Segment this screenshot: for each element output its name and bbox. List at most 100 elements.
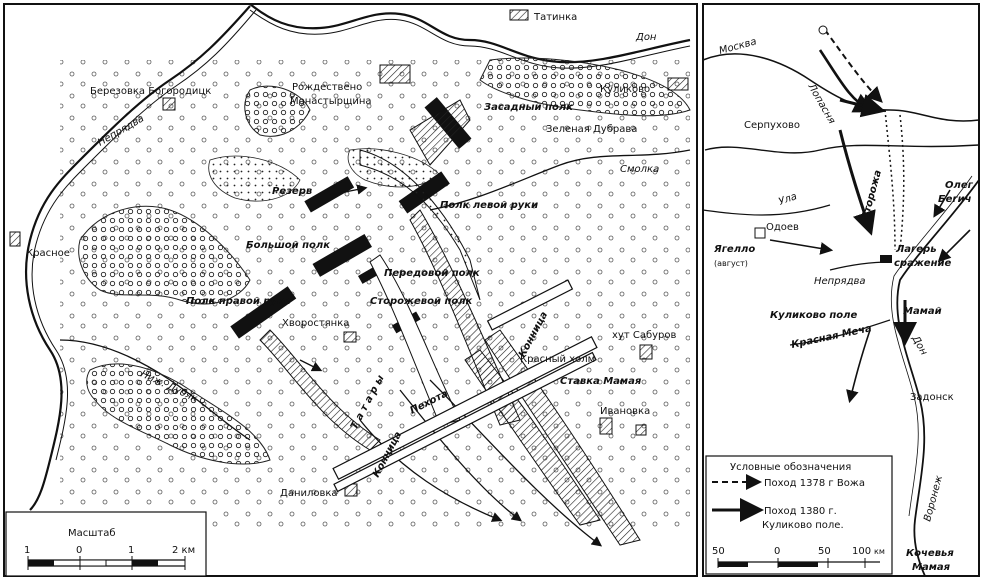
label-kulikovo: Куликово xyxy=(600,84,650,95)
inset-oka-lower xyxy=(704,144,980,154)
inset-route-1380-c xyxy=(838,129,876,236)
arrow-pursuit-1 xyxy=(429,379,603,547)
inset-label-begich: Бегич xyxy=(938,194,972,205)
label-monastyrshchina: Монастырщина xyxy=(290,96,372,107)
regiment-rezerv-bar xyxy=(304,176,355,213)
inset-ugra-river xyxy=(702,204,831,216)
main-map: Масштаб 1 0 1 2 км Татинка Дон Березовка… xyxy=(3,3,698,577)
arrow-pursuit-2 xyxy=(399,389,523,522)
regiment-pravoy-ruki-bar xyxy=(230,286,297,339)
tatar-infantry-line-2 xyxy=(333,351,597,493)
legend-item2-line2: Куликово поле. xyxy=(762,520,844,531)
village-rozhdestveno-marker xyxy=(379,64,411,84)
inset-label-mamai: Мамай xyxy=(903,306,942,317)
smolka-creek xyxy=(429,149,691,211)
village-kulikovo-marker xyxy=(667,77,689,91)
forest-south-west xyxy=(86,363,271,465)
inset-odoev-marker xyxy=(754,227,766,239)
legend-scale-50b: 50 xyxy=(818,546,831,557)
legend-scale-100: 100 xyxy=(852,546,871,557)
tatar-infantry-line xyxy=(332,336,598,480)
village-berezovka-marker xyxy=(162,97,176,111)
legend-item2-line1: Поход 1380 г. xyxy=(764,506,837,517)
nepryadva-river xyxy=(24,5,251,511)
label-danilovka: Даниловка xyxy=(280,488,338,499)
label-khvorostyanka: Хворостянка xyxy=(282,318,349,329)
inset-label-kochevya-2: Мамая xyxy=(912,562,951,573)
nepryadva-river-bank xyxy=(31,9,257,461)
label-krasny-kholm: Красный холм xyxy=(520,354,595,365)
inset-label-yagello-date: (август) xyxy=(714,259,748,268)
forest-zelenaya-dubrava xyxy=(479,57,691,117)
inset-route-dotted xyxy=(884,109,896,251)
label-rozhdestveno: Рождествено xyxy=(292,82,362,93)
meadow-1 xyxy=(208,155,301,202)
inset-route-1380-b xyxy=(839,93,886,118)
inset-label-oleg: Олег xyxy=(945,180,974,191)
label-zasadny: Засадный полк xyxy=(484,102,573,113)
inset-label-kulikovo-pole: Куликово поле xyxy=(770,310,857,321)
label-berezovka: Березовка Богородицк xyxy=(90,86,211,97)
legend-box xyxy=(705,455,893,575)
scale-tick-0: 0 xyxy=(76,545,82,556)
legend-item1: Поход 1378 г Вожа xyxy=(764,478,865,489)
tatar-lines xyxy=(332,279,598,493)
inset-label-zadonsk: Задонск xyxy=(910,392,954,403)
forest-west xyxy=(78,205,251,305)
village-ivanovka-marker xyxy=(599,417,613,435)
label-smolka: Смолка xyxy=(620,164,659,175)
village-khvorostyanka-marker xyxy=(343,331,357,343)
arrow-small-2 xyxy=(329,184,368,196)
label-levoy-ruki: Полк левой руки xyxy=(440,200,538,211)
inset-label-nepryadva: Непрядва xyxy=(814,276,866,287)
inset-label-serpukhovo: Серпухово xyxy=(744,120,800,131)
inset-legend: Условные обозначения Поход 1378 г Вожа П… xyxy=(705,455,893,575)
inset-label-odoev: Одоев xyxy=(766,222,799,233)
inset-label-srazhenie: сражение xyxy=(894,258,951,269)
inset-route-dotted-2 xyxy=(899,114,905,251)
legend-scale-unit: км xyxy=(874,547,885,556)
inset-retreat-1 xyxy=(846,329,871,404)
legend-scale-50a: 50 xyxy=(712,546,725,557)
label-ivanovka: Ивановка xyxy=(600,406,650,417)
forest-north xyxy=(244,85,311,137)
label-rezerv: Резерв xyxy=(272,186,312,197)
label-storozhevoy: Сторожевой полк xyxy=(370,296,473,307)
label-peredovoy: Передовой полк xyxy=(384,268,480,279)
scale-tick-1: 1 xyxy=(24,545,30,556)
don-river xyxy=(249,3,691,64)
arrow-rezerv-advance xyxy=(359,149,481,301)
inset-moskva-marker xyxy=(818,25,828,35)
label-stavka: Ставка Мамая xyxy=(560,376,642,387)
inset-oleg-route-2 xyxy=(937,229,971,263)
label-krasnoe: Красное xyxy=(26,248,70,259)
legend-title: Условные обозначения xyxy=(730,462,851,473)
inset-label-kochevya-1: Кочевья xyxy=(906,548,954,559)
scale-tick-2km: 2 км xyxy=(172,545,195,556)
village-khut-saburov-marker xyxy=(639,344,653,360)
label-zelenaya-dubrava: Зеленая Дубрава xyxy=(546,124,637,135)
inset-map: Москва Лопасня Серпухово Ула Одоев Ягелл… xyxy=(702,3,980,577)
label-khut-saburov: хут Сабуров xyxy=(612,330,677,341)
tatar-cavalry-line xyxy=(486,279,574,331)
legend-scale-0: 0 xyxy=(774,546,780,557)
inset-camp-marker xyxy=(880,255,892,263)
scale-tick-1b: 1 xyxy=(128,545,134,556)
arrow-pursuit-3 xyxy=(359,419,503,522)
regiment-bolshoy-bar xyxy=(312,233,372,277)
label-bolshoy: Большой полк xyxy=(246,240,330,251)
inset-label-yagello: Ягелло xyxy=(713,244,755,255)
village-tatinka-marker xyxy=(509,9,529,21)
village-krasnoe-marker xyxy=(9,231,21,247)
scale-title: Масштаб xyxy=(68,528,116,539)
inset-don-river xyxy=(896,179,980,577)
inset-yagello-route xyxy=(769,239,834,255)
label-tatinka: Татинка xyxy=(533,12,577,23)
label-pravoy-ruki: Полк правой руки xyxy=(186,296,291,307)
arrow-small-1 xyxy=(299,359,323,372)
label-don: Дон xyxy=(635,32,657,43)
inset-label-lager: Лагерь xyxy=(895,244,937,255)
scale-bar: Масштаб 1 0 1 2 км xyxy=(5,511,207,577)
